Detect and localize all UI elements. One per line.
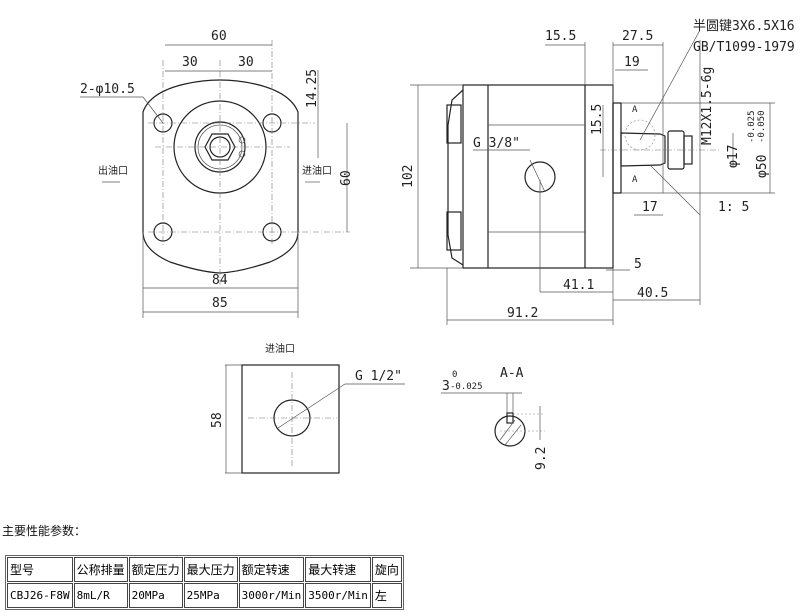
dim-85: 85 — [212, 296, 228, 311]
hole-callout: 2-φ10.5 — [80, 82, 135, 97]
cell-model: CBJ26-F8W — [7, 583, 73, 608]
dim-41-1: 41.1 — [563, 278, 594, 293]
header-cell: 最大压力 — [183, 557, 238, 582]
dim-5: 5 — [634, 257, 642, 272]
dim-phi50: φ50 — [755, 155, 770, 178]
key-standard: GB/T1099-1979 — [693, 40, 795, 55]
cell-max-pressure: 25MPa — [183, 583, 238, 608]
front-view: 60 30 30 2-φ10.5 14.25 60 84 85 出油口 进油口 — [80, 29, 354, 318]
header-cell: 额定压力 — [128, 557, 183, 582]
taper: 1: 5 — [718, 200, 749, 215]
inlet-port-label: G 1/2" — [355, 369, 402, 384]
thread-spec: M12X1.5-6g — [700, 67, 715, 145]
cell-max-speed: 3500r/Min — [305, 583, 371, 608]
dim-15-5-vert: 15.5 — [590, 104, 605, 135]
dim-27-5: 27.5 — [622, 29, 653, 44]
header-cell: 型号 — [7, 557, 73, 582]
section-view: A-A 3 0 -0.025 9.2 — [441, 366, 549, 470]
key-spec: 半圆键3X6.5X16 — [693, 19, 795, 34]
port-label: G 3/8" — [473, 136, 520, 151]
dim-14-25: 14.25 — [305, 69, 320, 108]
header-cell: 旋向 — [371, 557, 402, 582]
section-title: A-A — [500, 366, 524, 381]
dim-15-5-top: 15.5 — [545, 29, 576, 44]
outlet-label: 出油口 — [98, 164, 128, 177]
specs-title: 主要性能参数： — [2, 524, 87, 538]
phi50-tol-lower: -0.050 — [757, 110, 767, 143]
specs-table: 型号 公称排量 额定压力 最大压力 额定转速 最大转速 旋向 CBJ26-F8W… — [5, 555, 404, 610]
dim-58: 58 — [210, 412, 225, 428]
table-header-row: 型号 公称排量 额定压力 最大压力 额定转速 最大转速 旋向 — [7, 557, 402, 582]
section-mark-top: A — [632, 105, 638, 115]
dim-84: 84 — [212, 273, 228, 288]
side-view: 15.5 27.5 19 半圆键3X6.5X16 GB/T1099-1979 M… — [401, 19, 795, 325]
inlet-view: 进油口 G 1/2" 58 — [210, 342, 405, 474]
dim-19: 19 — [624, 55, 640, 70]
cell-rotation: 左 — [371, 583, 402, 608]
table-row: CBJ26-F8W 8mL/R 20MPa 25MPa 3000r/Min 35… — [7, 583, 402, 608]
key-width: 3 — [442, 379, 450, 394]
section-mark-bottom: A — [632, 175, 638, 185]
key-tol-lower: -0.025 — [450, 382, 483, 392]
dim-9-2: 9.2 — [534, 447, 549, 470]
header-cell: 公称排量 — [73, 557, 128, 582]
header-cell: 最大转速 — [305, 557, 371, 582]
dim-30-right: 30 — [238, 55, 254, 70]
dim-60-top: 60 — [211, 29, 227, 44]
dim-60-side: 60 — [339, 170, 354, 186]
dim-phi17: φ17 — [726, 145, 741, 168]
phi50-tol-upper: -0.025 — [747, 110, 757, 143]
cell-rated-pressure: 20MPa — [128, 583, 183, 608]
cell-displacement: 8mL/R — [73, 583, 128, 608]
header-cell: 额定转速 — [238, 557, 305, 582]
inlet-view-title: 进油口 — [265, 342, 295, 355]
dim-91-2: 91.2 — [507, 306, 538, 321]
dim-102: 102 — [401, 165, 416, 188]
key-tol-upper: 0 — [452, 370, 457, 380]
dim-40-5: 40.5 — [637, 286, 668, 301]
inlet-label: 进油口 — [302, 164, 332, 177]
dim-17: 17 — [642, 200, 658, 215]
cell-rated-speed: 3000r/Min — [238, 583, 305, 608]
dim-30-left: 30 — [182, 55, 198, 70]
